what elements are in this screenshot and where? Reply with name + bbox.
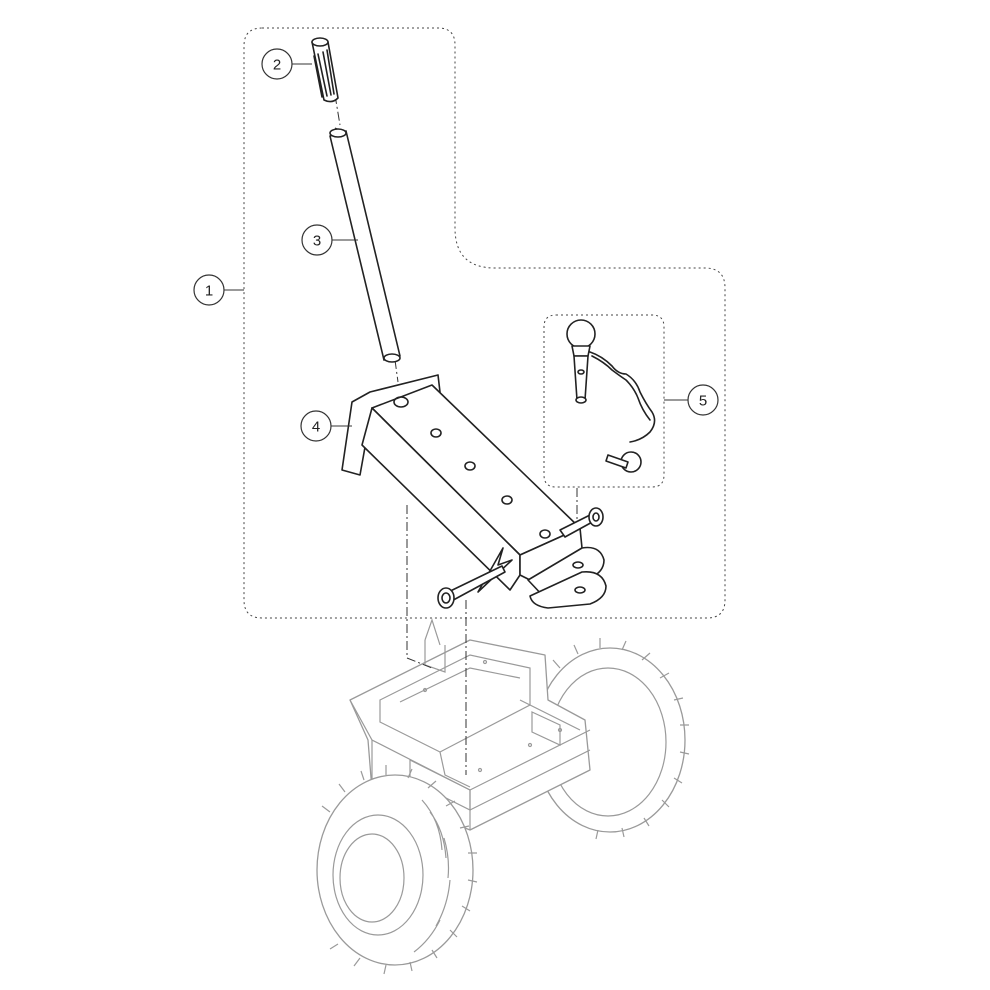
tow-bracket	[341, 374, 607, 609]
callout-1-label: 1	[205, 283, 213, 300]
callout-leaders	[224, 63, 688, 427]
callout-4-label: 4	[312, 419, 320, 436]
callout-3-label: 3	[313, 233, 321, 250]
front-wheel	[316, 765, 478, 975]
hitch-pin	[566, 319, 656, 473]
callout-1: 1	[193, 274, 225, 306]
hitch-pin-box	[543, 314, 665, 488]
callout-5: 5	[687, 384, 719, 416]
handle-grip	[311, 37, 339, 103]
base-cart-ghost	[316, 618, 690, 975]
callout-2: 2	[261, 48, 293, 80]
callout-5-label: 5	[699, 393, 707, 410]
callout-2-label: 2	[273, 57, 281, 74]
handle-tube	[329, 128, 401, 363]
callout-4: 4	[300, 410, 332, 442]
callout-3: 3	[301, 224, 333, 256]
